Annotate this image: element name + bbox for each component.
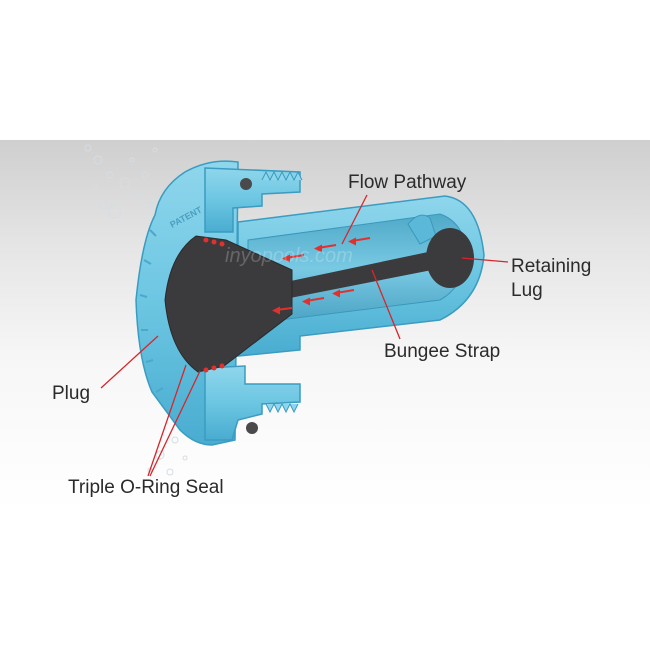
flow-arrows [272,237,371,315]
top-arm [204,167,303,233]
retaining-lug [407,214,474,288]
flow-pathway-label: Flow Pathway [348,172,467,193]
triple-oring-seal-label: Triple O-Ring Seal [68,477,224,498]
plug-label: Plug [52,383,91,404]
retaining-lug-label: Retaining Lug [511,255,591,303]
watermark: inyopools.com [225,245,353,267]
bubbles [84,144,188,476]
o-ring-seal [203,237,225,373]
retaining-lug-label-line2: Lug [511,280,543,301]
bottom-arm [204,365,301,441]
bungee-strap-label: Bungee Strap [384,341,501,362]
leader-lines [100,194,509,477]
retaining-lug-label-line1: Retaining [511,256,592,277]
bungee-strap [286,252,432,298]
